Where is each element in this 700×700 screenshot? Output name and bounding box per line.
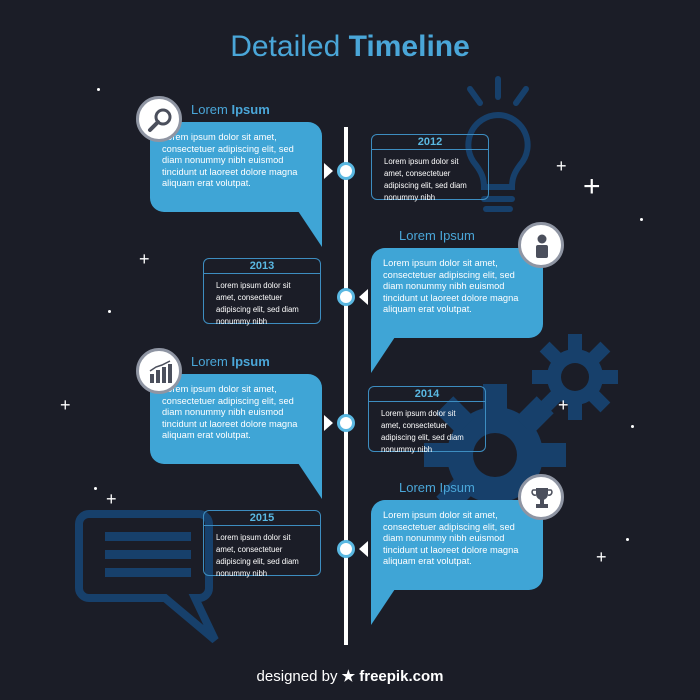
year-card: 2015 Lorem ipsum dolor sit amet, consect… <box>203 510 321 578</box>
item-heading: Lorem Ipsum <box>191 354 270 369</box>
arrow-right <box>324 415 333 431</box>
timeline-axis <box>344 127 348 645</box>
year-label: 2013 <box>249 260 275 272</box>
arrow-left <box>359 289 368 305</box>
sparkle-icon: + <box>596 547 607 567</box>
year-card: 2013 Lorem ipsum dolor sit amet, consect… <box>203 258 321 326</box>
bubble-tail <box>298 211 322 247</box>
gear-icon <box>424 384 566 526</box>
timeline-node <box>337 288 355 306</box>
page-title: Detailed Timeline <box>230 30 470 63</box>
chat-bubble-icon <box>75 510 219 644</box>
year-card: 2012 Lorem ipsum dolor sit amet, consect… <box>371 134 489 202</box>
text-bubble: Lorem ipsum dolor sit amet, consectetuer… <box>371 248 543 338</box>
bubble-tail <box>371 337 395 373</box>
item-heading: Lorem Ipsum <box>191 102 270 117</box>
sparkle-icon: + <box>583 170 601 203</box>
year-label: 2012 <box>417 136 443 148</box>
sparkle-icon: + <box>60 395 71 415</box>
freepik-logo-icon: ★ <box>341 668 356 685</box>
sparkle-icon: + <box>556 156 567 176</box>
star-dot <box>640 218 643 221</box>
trophy-icon <box>531 488 553 508</box>
star-dot <box>626 538 629 541</box>
person-badge <box>518 222 564 268</box>
timeline-node <box>337 540 355 558</box>
bubble-tail <box>298 463 322 499</box>
text-bubble: Lorem ipsum dolor sit amet, consectetuer… <box>150 374 322 464</box>
sparkle-icon: + <box>139 249 150 269</box>
year-card: 2014 Lorem ipsum dolor sit amet, consect… <box>368 386 486 454</box>
star-dot <box>94 487 97 490</box>
timeline-node <box>337 414 355 432</box>
star-dot <box>631 425 634 428</box>
timeline-node <box>337 162 355 180</box>
year-label: 2014 <box>414 388 440 400</box>
text-bubble: Lorem ipsum dolor sit amet, consectetuer… <box>371 500 543 590</box>
arrow-right <box>324 163 333 179</box>
bar-chart-icon <box>149 360 172 383</box>
item-heading: Lorem Ipsum <box>399 480 475 495</box>
magnifier-icon <box>148 108 172 132</box>
sparkle-icon: + <box>106 489 117 509</box>
gear-icon <box>532 334 618 420</box>
bubble-tail <box>371 589 395 625</box>
item-heading: Lorem Ipsum <box>399 228 475 243</box>
year-label: 2015 <box>249 512 275 524</box>
credit-brand: freepik.com <box>359 668 444 685</box>
arrow-left <box>359 541 368 557</box>
star-dot <box>108 310 111 313</box>
trophy-badge <box>518 474 564 520</box>
text-bubble: Lorem ipsum dolor sit amet, consectetuer… <box>150 122 322 212</box>
credit-line: designed by ★ freepik.com <box>256 668 444 685</box>
sparkle-icon: + <box>558 395 569 415</box>
star-dot <box>97 88 100 91</box>
chart-badge <box>136 348 182 394</box>
person-icon <box>536 234 548 258</box>
magnifier-badge <box>136 96 182 142</box>
